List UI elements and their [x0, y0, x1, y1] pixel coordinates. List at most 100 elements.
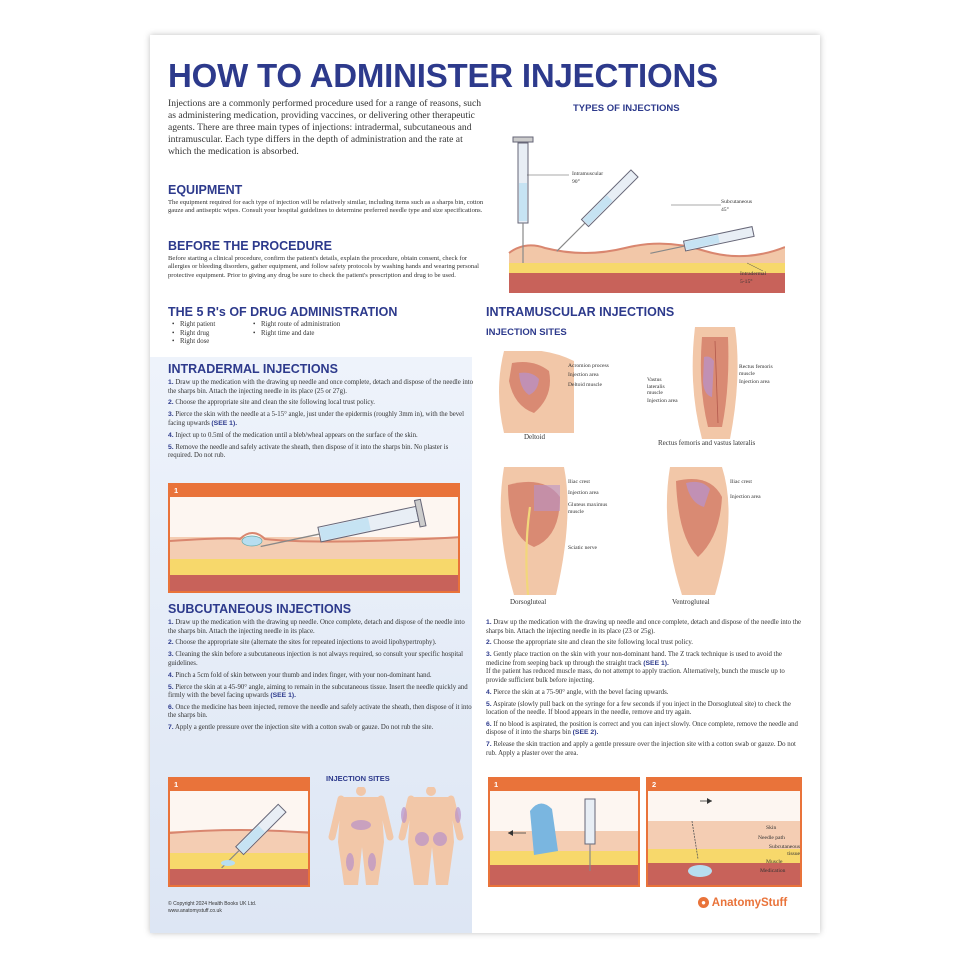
thigh-label-area1: Injection area [739, 379, 770, 385]
subcutaneous-steps: 1. Draw up the medication with the drawi… [168, 619, 474, 736]
page-title: HOW TO ADMINISTER INJECTIONS [168, 57, 718, 94]
subcutaneous-figure: 1 [168, 777, 310, 887]
step-item: 1. Draw up the medication with the drawi… [168, 379, 474, 395]
syringe-intradermal-icon [650, 226, 755, 254]
website-url: www.anatomystuff.co.uk [168, 908, 222, 914]
subcutaneous-sites-diagram [328, 787, 464, 885]
brand-logo: ● AnatomyStuff [698, 897, 787, 909]
step-item: 5. Aspirate (slowly pull back on the syr… [486, 700, 791, 717]
intramuscular-sites-heading: INJECTION SITES [486, 327, 567, 338]
step-item: 1. Draw up the medication with the drawi… [486, 619, 802, 635]
five-rs-list-2: Right route of administration Right time… [253, 321, 413, 338]
step-item: 4. Pierce the skin at a 75-90° angle, wi… [486, 688, 669, 696]
muscle-layer [509, 273, 785, 293]
ventro-label-iliac: Iliac crest [730, 479, 752, 485]
fat-layer [509, 263, 785, 273]
intramuscular-steps: 1. Draw up the medication with the drawi… [486, 619, 804, 762]
figure-number: 1 [170, 485, 458, 497]
deltoid-caption: Deltoid [524, 433, 545, 441]
step-item: 3. Gently place traction on the skin wit… [486, 651, 782, 667]
subcutaneous-heading: SUBCUTANEOUS INJECTIONS [168, 602, 352, 616]
ventro-label-area: Injection area [730, 494, 761, 500]
before-heading: BEFORE THE PROCEDURE [168, 239, 332, 253]
intramuscular-heading: INTRAMUSCULAR INJECTIONS [486, 305, 675, 319]
five-rs-item: Right drug [172, 330, 262, 339]
fig2-label-needle-path: Needle path [758, 835, 785, 841]
logo-icon: ● [698, 897, 709, 909]
thigh-caption: Rectus femoris and vastus lateralis [658, 439, 756, 447]
thigh-label-rectus: Rectus femoris muscle [739, 364, 773, 377]
dorsogluteal-diagram [500, 467, 568, 595]
deltoid-label-area: Injection area [568, 372, 599, 378]
step-item: 4. Pinch a 5cm fold of skin between your… [168, 671, 432, 679]
intramuscular-figure-2: 2 Skin Needle path Subcutaneous tissue M… [646, 777, 802, 887]
im-label: Intramuscular [572, 171, 604, 177]
gloved-hand-icon [530, 803, 558, 855]
body-front-icon [328, 787, 394, 885]
before-text: Before starting a clinical procedure, co… [168, 255, 479, 279]
ventro-caption: Ventrogluteal [672, 598, 710, 606]
step-item: 3. Cleaning the skin before a subcutaneo… [168, 651, 464, 667]
step-item: 7. Release the skin traction and apply a… [486, 741, 796, 757]
deltoid-label-acromion: Acromion process [568, 363, 609, 369]
five-rs-item: Right patient [172, 321, 262, 330]
step-item: 1. Draw up the medication with the drawi… [168, 619, 465, 635]
deltoid-label-muscle: Deltoid muscle [568, 382, 603, 388]
thigh-label-vastus: Vastus lateralis muscle [647, 377, 665, 396]
dorso-label-gluteus: Gluteus maximus muscle [568, 502, 608, 515]
fig2-label-skin: Skin [766, 825, 777, 831]
intradermal-figure: 1 [168, 483, 460, 593]
intradermal-steps: 1. Draw up the medication with the drawi… [168, 379, 474, 464]
figure-number: 1 [490, 779, 638, 791]
dorso-label-area: Injection area [568, 490, 599, 496]
thigh-label-area2: Injection area [647, 398, 678, 404]
needle-path-illustration [648, 798, 800, 885]
id-angle: 5-15° [740, 279, 753, 285]
fig2-label-muscle: Muscle [766, 859, 783, 865]
step-item: 2. Choose the appropriate site (alternat… [168, 639, 437, 647]
dorso-label-iliac: Iliac crest [568, 479, 590, 485]
syringe-subcutaneous-icon [556, 169, 639, 252]
deltoid-diagram [499, 351, 574, 433]
five-rs-heading: THE 5 R's OF DRUG ADMINISTRATION [168, 305, 398, 319]
step-item: 6. If no blood is aspirated, the positio… [486, 720, 798, 737]
fig2-label-subcut: Subcutaneous tissue [768, 844, 800, 857]
step-item: 2. Choose the appropriate site and clean… [168, 399, 376, 407]
fig2-label-medication: Medication [760, 868, 786, 874]
ventrogluteal-diagram [666, 467, 729, 595]
five-rs-item: Right dose [172, 338, 262, 347]
equipment-heading: EQUIPMENT [168, 183, 243, 197]
im-angle: 90° [572, 179, 580, 185]
five-rs-item: Right route of administration [253, 321, 413, 330]
step-item: 5. Remove the needle and safely activate… [168, 443, 449, 460]
subcutaneous-sites-heading: INJECTION SITES [326, 774, 390, 783]
step-item: 4. Inject up to 0.5ml of the medication … [168, 431, 418, 439]
skin-line [508, 242, 785, 258]
syringe-intramuscular-icon [512, 136, 534, 263]
step-item: 5. Pierce the skin at a 45-90° angle, ai… [168, 683, 468, 700]
thigh-diagram [692, 327, 738, 439]
five-rs-item: Right time and date [253, 330, 413, 339]
intradermal-heading: INTRADERMAL INJECTIONS [168, 362, 338, 376]
logo-text: AnatomyStuff [711, 897, 788, 909]
intramuscular-figure-1: 1 [488, 777, 640, 887]
step-item: 3. Pierce the skin with the needle at a … [168, 411, 465, 427]
body-back-icon [398, 787, 464, 885]
equipment-text: The equipment required for each type of … [168, 199, 484, 215]
sc-angle: 45° [721, 207, 729, 213]
figure-number: 2 [648, 779, 800, 791]
dorso-caption: Dorsogluteal [510, 598, 547, 606]
intro-text: Injections are a commonly performed proc… [168, 98, 482, 158]
types-heading: TYPES OF INJECTIONS [573, 103, 680, 114]
poster: HOW TO ADMINISTER INJECTIONS Injections … [150, 35, 820, 933]
intradermal-illustration [170, 498, 458, 591]
id-label: Intradermal [740, 271, 767, 277]
step-item: 6. Once the medicine has been injected, … [168, 703, 472, 720]
five-rs-list-1: Right patient Right drug Right dose [172, 321, 262, 347]
step-item: If the patient has reduced muscle mass, … [486, 668, 785, 684]
figure-number: 1 [170, 779, 308, 791]
types-diagram [508, 136, 785, 293]
step-item: 7. Apply a gentle pressure over the inje… [168, 724, 434, 732]
step-item: 2. Choose the appropriate site and clean… [486, 639, 694, 647]
copyright: © Copyright 2024 Health Books UK Ltd. [168, 901, 257, 907]
